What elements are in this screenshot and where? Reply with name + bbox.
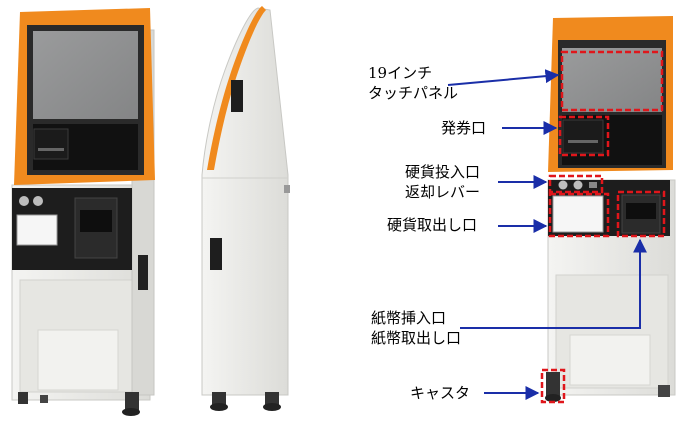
kiosk-front-view	[11, 8, 155, 416]
kiosk-annotated-view	[447, 16, 676, 404]
arrow-touch-panel	[447, 69, 560, 86]
label-bill-slot: 紙幣挿入口 紙幣取出し口	[371, 309, 462, 347]
label-caster: キャスタ	[410, 384, 471, 402]
label-ticket-outlet: 発券口	[441, 119, 487, 137]
label-touch-panel: 19インチ タッチパネル	[368, 64, 459, 102]
label-coin-outlet: 硬貨取出し口	[387, 216, 478, 234]
highlight-ticket-outlet	[558, 115, 610, 157]
label-coin-slot-return: 硬貨投入口 返却レバー	[405, 163, 481, 201]
highlight-coin-slot	[548, 174, 604, 194]
highlight-touch-panel	[560, 50, 664, 112]
highlight-coin-outlet	[548, 192, 610, 238]
highlight-bill-slot	[616, 190, 666, 238]
arrow-bill-slot	[460, 238, 647, 329]
highlight-caster	[540, 368, 566, 404]
kiosk-side-view	[201, 6, 290, 411]
